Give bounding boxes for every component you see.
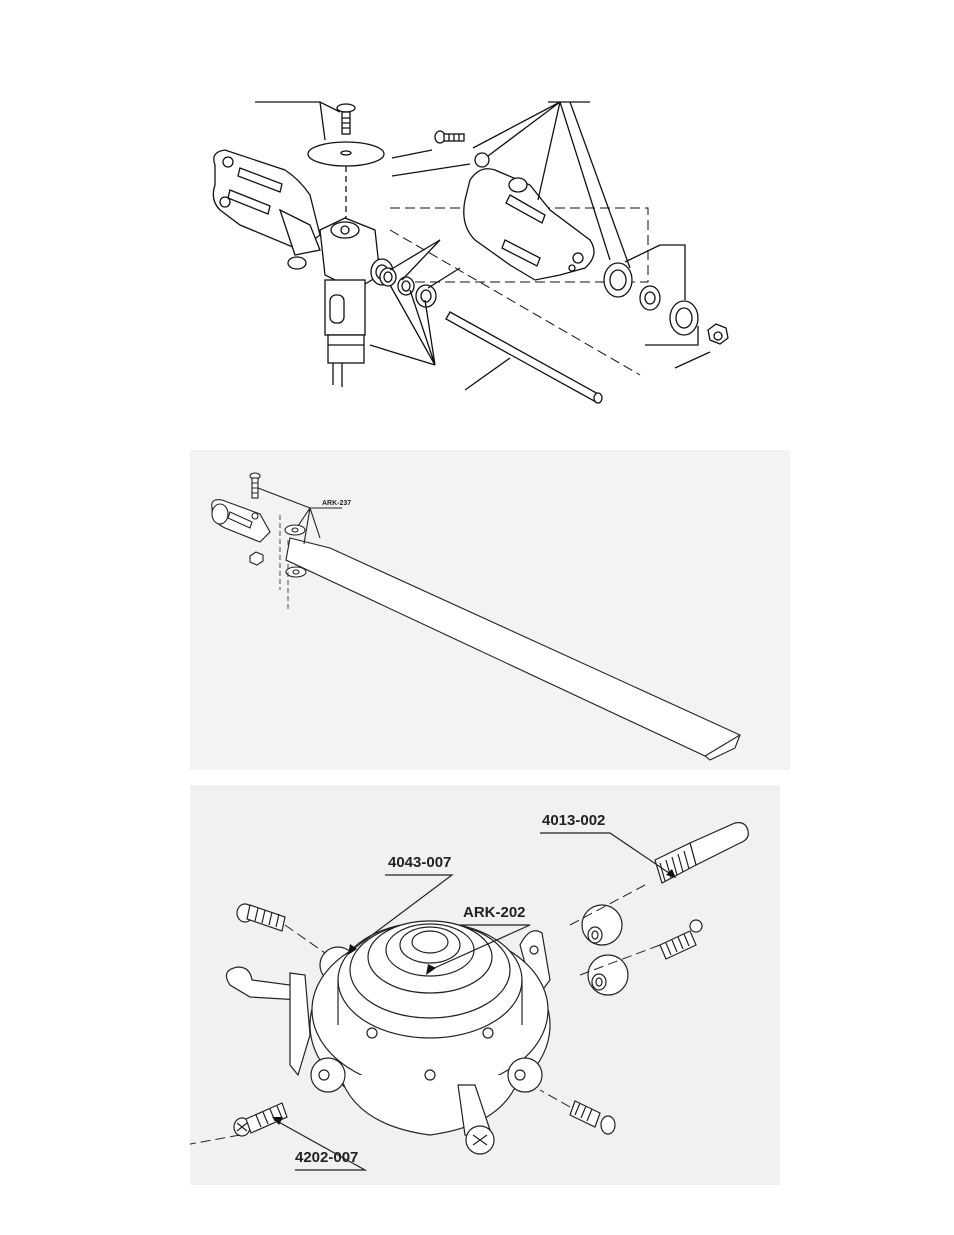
ball-joint-top-part <box>582 905 622 945</box>
leader-line <box>258 488 342 544</box>
tail-blade-part <box>286 538 740 760</box>
callout-4202-007: 4202-007 <box>295 1149 358 1166</box>
swashplate-exploded-diagram: 4013-002 4043-007 ARK-202 4202-007 <box>190 785 780 1185</box>
screw-right-upper-part <box>660 920 702 959</box>
rotor-head-drawing <box>170 90 790 430</box>
main-shaft-holder-part <box>325 280 365 387</box>
leader-line <box>392 150 470 176</box>
swashplate-drawing: 4013-002 4043-007 ARK-202 4202-007 <box>190 785 780 1185</box>
callout-ark-202: ARK-202 <box>463 904 526 921</box>
screw-right-lower-part <box>570 1101 615 1134</box>
ball-link-screw-part <box>435 131 489 167</box>
tail-blade-assembly-diagram: ARK-237 <box>190 450 790 770</box>
left-blade-grip-part <box>213 150 320 269</box>
tail-grip-part <box>212 500 270 542</box>
top-screw-part <box>337 104 355 134</box>
callout-ark-237: ARK-237 <box>322 500 351 507</box>
washer-disc-part <box>308 142 384 166</box>
right-blade-grip-part <box>464 169 594 280</box>
blade-nut-part <box>250 552 263 565</box>
leader-line <box>540 833 672 875</box>
bearings-part <box>604 263 728 344</box>
ball-joint-right-part <box>588 955 628 995</box>
rotor-head-exploded-diagram <box>170 90 790 430</box>
tail-blade-drawing: ARK-237 <box>190 450 790 770</box>
callout-4043-007: 4043-007 <box>388 854 451 871</box>
screw-left-upper-part <box>237 904 285 931</box>
leader-line <box>465 358 510 390</box>
feathering-shaft-part <box>446 312 602 403</box>
grip-screw-part <box>250 473 260 498</box>
callout-4013-002: 4013-002 <box>542 812 605 829</box>
leader-line <box>255 102 340 140</box>
